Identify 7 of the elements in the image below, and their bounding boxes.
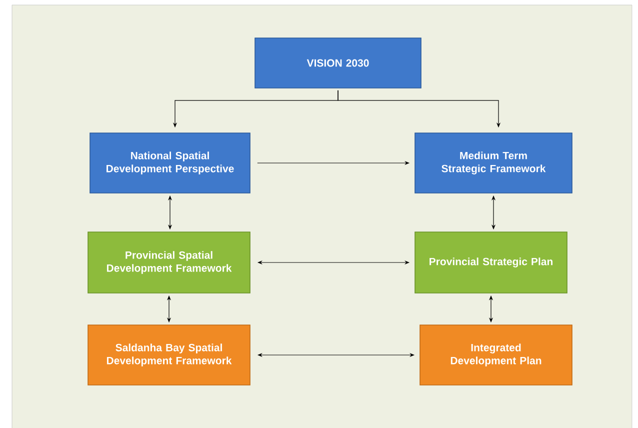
process-box: Medium Term Strategic Framework (414, 132, 572, 194)
process-box: Provincial Strategic Plan (414, 232, 568, 294)
process-box: National Spatial Development Perspective (90, 132, 250, 194)
process-box: Saldanha Bay Spatial Development Framework (88, 324, 250, 386)
process-box: VISION 2030 (254, 38, 422, 88)
process-box: Provincial Spatial Development Framework (88, 232, 250, 294)
process-box: Integrated Development Plan (420, 324, 572, 386)
